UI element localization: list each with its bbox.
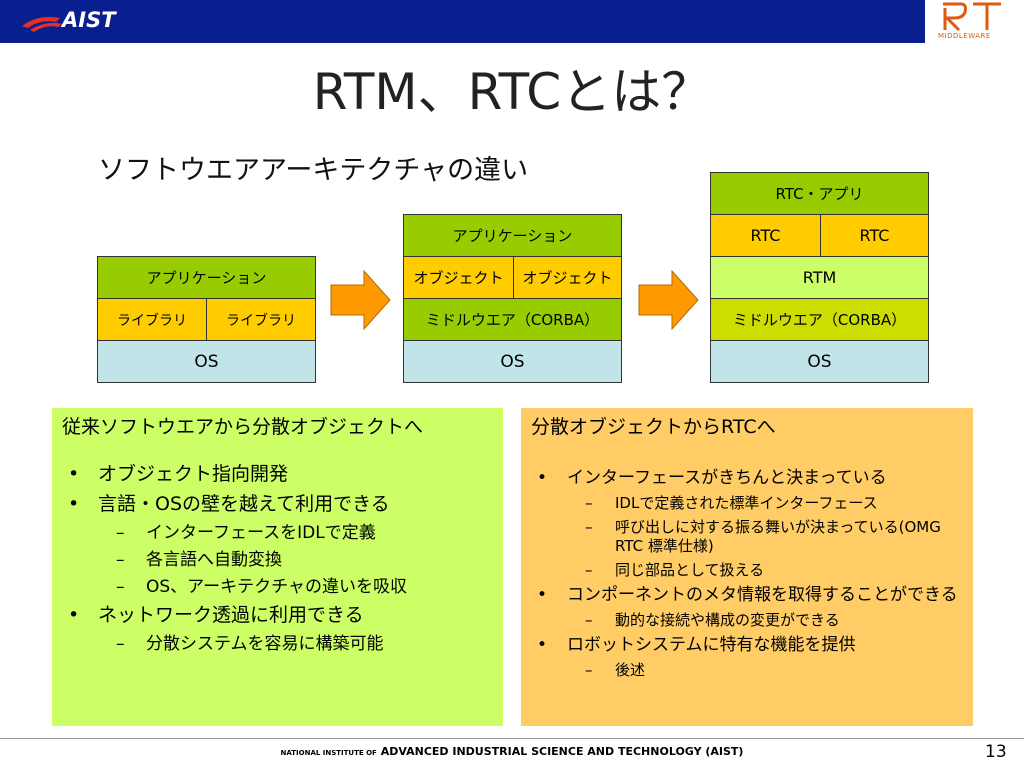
panel-traditional-to-distributed: 従来ソフトウエアから分散オブジェクトへ • オブジェクト指向開発 • 言語・OSの壁… <box>52 408 503 726</box>
footer-divider <box>0 738 1024 739</box>
sub-item-text: インターフェースをIDLで定義 <box>146 523 376 543</box>
panel-left-heading: 従来ソフトウエアから分散オブジェクトへ <box>62 416 424 438</box>
sub-list-item: – 同じ部品として扱える <box>531 561 963 580</box>
bullet: • <box>537 585 548 605</box>
section-subtitle: ソフトウエアアーキテクチャの違い <box>98 155 529 186</box>
sub-list-item: – IDLで定義された標準インターフェース <box>531 494 963 513</box>
stack2-object-2: オブジェクト <box>513 256 622 299</box>
rt-logo-icon <box>943 2 1001 32</box>
list-item: • ロボットシステムに特有な機能を提供 <box>531 635 963 656</box>
panel-right-heading: 分散オブジェクトからRTCへ <box>531 416 776 438</box>
list-item: • インターフェースがきちんと決まっている <box>531 468 963 489</box>
sub-item-text: 後述 <box>615 661 646 679</box>
arrow-right-icon <box>638 270 699 330</box>
list-item-text: インターフェースがきちんと決まっている <box>567 468 887 488</box>
dash: – <box>116 523 125 543</box>
sub-list-item: – インターフェースをIDLで定義 <box>62 522 493 544</box>
bullet: • <box>537 635 548 655</box>
sub-item-text: 同じ部品として扱える <box>615 561 765 579</box>
rt-middleware-logo <box>925 0 1024 43</box>
sub-list-item: – 後述 <box>531 661 963 680</box>
list-item: • 言語・OSの壁を越えて利用できる <box>62 492 493 517</box>
dash: – <box>585 561 593 579</box>
list-item: • ネットワーク透過に利用できる <box>62 603 493 628</box>
stack2-middleware: ミドルウエア（CORBA） <box>403 298 622 341</box>
dash: – <box>116 550 125 570</box>
bullet: • <box>537 468 548 488</box>
list-item-text: オブジェクト指向開発 <box>98 463 289 485</box>
stack3-rtc-2: RTC <box>820 214 929 257</box>
page-title: RTM、RTCとは？ <box>312 63 712 121</box>
sub-list-item: – 呼び出しに対する振る舞いが決まっている(OMG RTC 標準仕様) <box>531 518 963 556</box>
footer-name: ADVANCED INDUSTRIAL SCIENCE AND TECHNOLO… <box>380 745 744 758</box>
stack1-os: OS <box>97 340 316 383</box>
dash: – <box>116 634 125 654</box>
sub-item-text: 各言語へ自動変換 <box>146 550 282 570</box>
aist-logo-icon <box>22 17 62 32</box>
list-item-text: 言語・OSの壁を越えて利用できる <box>98 493 390 515</box>
sub-list-item: – 動的な接続や構成の変更ができる <box>531 611 963 630</box>
bullet: • <box>68 463 80 485</box>
sub-item-text: OS、アーキテクチャの違いを吸収 <box>146 577 407 597</box>
stack3-middleware: ミドルウエア（CORBA） <box>710 298 929 341</box>
sub-list-item: – 各言語へ自動変換 <box>62 549 493 571</box>
header-bar <box>0 0 1024 43</box>
sub-item-text: 分散システムを容易に構築可能 <box>146 634 384 654</box>
dash: – <box>585 661 593 679</box>
aist-logo-text: AIST <box>62 8 116 32</box>
stack1-library-2: ライブラリ <box>206 298 316 341</box>
bullet: • <box>68 604 80 626</box>
dash: – <box>585 518 593 536</box>
bullet: • <box>68 493 80 515</box>
page-number: 13 <box>985 742 1007 762</box>
stack3-os: OS <box>710 340 929 383</box>
footer-institution: NATIONAL INSTITUTE OF ADVANCED INDUSTRIA… <box>0 745 1024 758</box>
stack1-application: アプリケーション <box>97 256 316 299</box>
stack2-os: OS <box>403 340 622 383</box>
dash: – <box>585 611 593 629</box>
stack3-rtm: RTM <box>710 256 929 299</box>
list-item-text: ロボットシステムに特有な機能を提供 <box>567 635 856 655</box>
stack1-library-1: ライブラリ <box>97 298 207 341</box>
list-item-text: コンポーネントのメタ情報を取得することができる <box>567 585 958 605</box>
sub-item-text: 動的な接続や構成の変更ができる <box>615 611 840 629</box>
dash: – <box>116 577 125 597</box>
list-item: • オブジェクト指向開発 <box>62 462 493 487</box>
dash: – <box>585 494 593 512</box>
sub-item-text: 呼び出しに対する振る舞いが決まっている(OMG RTC 標準仕様) <box>615 518 941 555</box>
sub-list-item: – OS、アーキテクチャの違いを吸収 <box>62 576 493 598</box>
list-item-text: ネットワーク透過に利用できる <box>98 604 364 626</box>
stack2-application: アプリケーション <box>403 214 622 257</box>
sub-list-item: – 分散システムを容易に構築可能 <box>62 633 493 655</box>
list-item: • コンポーネントのメタ情報を取得することができる <box>531 585 963 606</box>
sub-item-text: IDLで定義された標準インターフェース <box>615 494 878 512</box>
rt-logo-caption: MIDDLEWARE <box>938 32 991 40</box>
arrow-right-icon <box>330 270 391 330</box>
stack2-object-1: オブジェクト <box>403 256 514 299</box>
stack3-rtc-1: RTC <box>710 214 821 257</box>
panel-distributed-to-rtc: 分散オブジェクトからRTCへ • インターフェースがきちんと決まっている – IDL… <box>521 408 973 726</box>
stack3-rtc-application: RTC・アプリ <box>710 172 929 215</box>
footer-prefix: NATIONAL INSTITUTE OF <box>280 749 377 757</box>
